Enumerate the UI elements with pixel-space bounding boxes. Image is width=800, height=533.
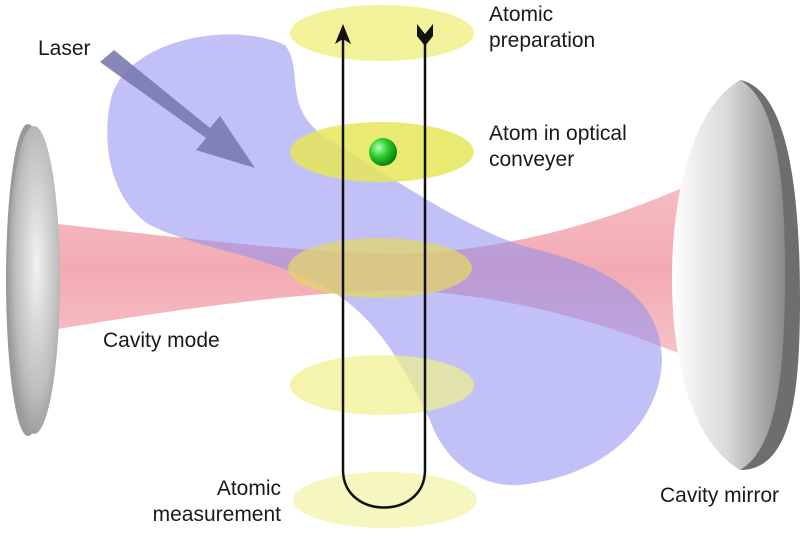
arrow-down-icon [417, 24, 433, 46]
conveyer-path [341, 38, 427, 509]
arrow-up-icon [335, 24, 351, 44]
right-mirror-edge [740, 80, 800, 470]
atomic-preparation-label: Atomic preparation [489, 3, 596, 52]
lattice-disc-5 [293, 472, 477, 528]
lattice-disc-3 [288, 238, 472, 298]
cavity-mode-label: Cavity mode [103, 329, 220, 352]
lattice-disc-1 [290, 5, 474, 61]
atom-in-conveyer-label: Atom in optical conveyer [489, 122, 627, 171]
right-mirror [672, 80, 785, 470]
lattice-disc-4 [290, 355, 474, 415]
atom [369, 138, 397, 166]
laser-arrow-icon [100, 50, 255, 168]
cavity-mirror-label: Cavity mirror [660, 484, 779, 507]
atomic-measurement-label: Atomic measurement [152, 477, 281, 526]
left-mirror [8, 126, 60, 434]
laser-label: Laser [38, 37, 91, 60]
